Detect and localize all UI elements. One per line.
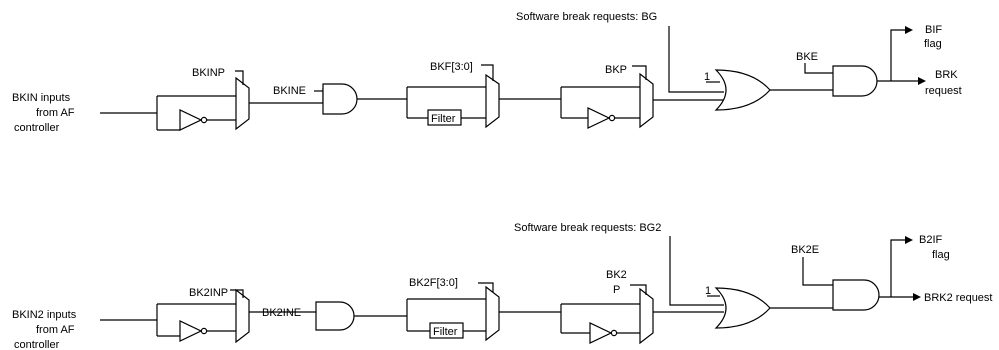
or-gate bbox=[714, 69, 771, 111]
enable-label: BKINE bbox=[273, 85, 306, 97]
filter-config-label: BK2F[3:0] bbox=[409, 277, 458, 289]
input-label-line2: from AF bbox=[36, 107, 75, 119]
bkin-circuit: BKIN inputs from AF controller BKINP BKI… bbox=[12, 11, 962, 134]
request-label-line1: BRK bbox=[935, 69, 958, 81]
input-wire bbox=[100, 303, 236, 337]
polarity2-label-line1: BK2 bbox=[606, 269, 627, 281]
polarity-label: BKINP bbox=[192, 67, 225, 79]
enable2-label: BKE bbox=[796, 51, 818, 63]
filter-label: Filter bbox=[433, 326, 458, 338]
inverter-2-bubble bbox=[610, 329, 618, 337]
polarity-mux-2 bbox=[639, 72, 654, 129]
output-and-gate bbox=[832, 65, 878, 97]
filter-box bbox=[429, 322, 464, 339]
enable-label: BK2INE bbox=[262, 307, 301, 319]
filter-mux bbox=[485, 73, 500, 129]
enable-and-gate bbox=[322, 83, 358, 115]
filter-mux bbox=[485, 285, 500, 342]
sw-break-label: Software break requests: BG bbox=[516, 11, 657, 23]
polarity-mux-1 bbox=[235, 76, 250, 131]
polarity-label: BK2INP bbox=[189, 287, 228, 299]
enable-and-gate bbox=[315, 301, 355, 331]
enable2-label: BK2E bbox=[791, 244, 819, 256]
bkin2-circuit: BKIN2 inputs from AF controller BK2INP B… bbox=[12, 222, 992, 350]
polarity-mux-2 bbox=[639, 287, 654, 345]
filter-box bbox=[427, 109, 462, 126]
request-label-line2: request bbox=[925, 85, 962, 97]
input-wire bbox=[100, 95, 236, 131]
or-gate bbox=[714, 287, 771, 329]
inverter-1-bubble bbox=[200, 116, 208, 124]
input-label-line1: BKIN inputs bbox=[12, 92, 71, 104]
flag-label-line1: BIF bbox=[925, 24, 942, 36]
flag-arrow bbox=[905, 236, 913, 244]
filter-label: Filter bbox=[431, 113, 456, 125]
input-label-line1: BKIN2 inputs bbox=[12, 309, 77, 321]
polarity2-label: BKP bbox=[605, 64, 627, 76]
sw-break-label: Software break requests: BG2 bbox=[514, 222, 661, 234]
input-label-line3: controller bbox=[14, 339, 60, 350]
output-and-gate bbox=[832, 279, 880, 311]
flag-label-line2: flag bbox=[924, 38, 942, 50]
input-label-line2: from AF bbox=[36, 324, 75, 336]
inverter-2-bubble bbox=[608, 114, 616, 122]
flag-label-line1: B2IF bbox=[919, 234, 943, 246]
polarity-mux-1 bbox=[235, 288, 250, 344]
inverter-1 bbox=[179, 109, 203, 131]
or-input-one: 1 bbox=[704, 71, 710, 83]
request-arrow bbox=[913, 293, 921, 301]
inverter-1-bubble bbox=[200, 327, 208, 335]
or-input-one: 1 bbox=[705, 285, 711, 297]
inverter-2 bbox=[587, 107, 611, 129]
input-label-line3: controller bbox=[14, 122, 60, 134]
flag-arrow bbox=[905, 26, 913, 34]
request-arrow bbox=[918, 77, 926, 85]
request-label: BRK2 request bbox=[924, 292, 992, 304]
inverter-2 bbox=[589, 322, 613, 344]
filter-config-label: BKF[3:0] bbox=[430, 61, 473, 73]
inverter-1 bbox=[179, 320, 203, 342]
polarity2-label-line2: P bbox=[613, 284, 620, 296]
flag-label-line2: flag bbox=[932, 249, 950, 261]
